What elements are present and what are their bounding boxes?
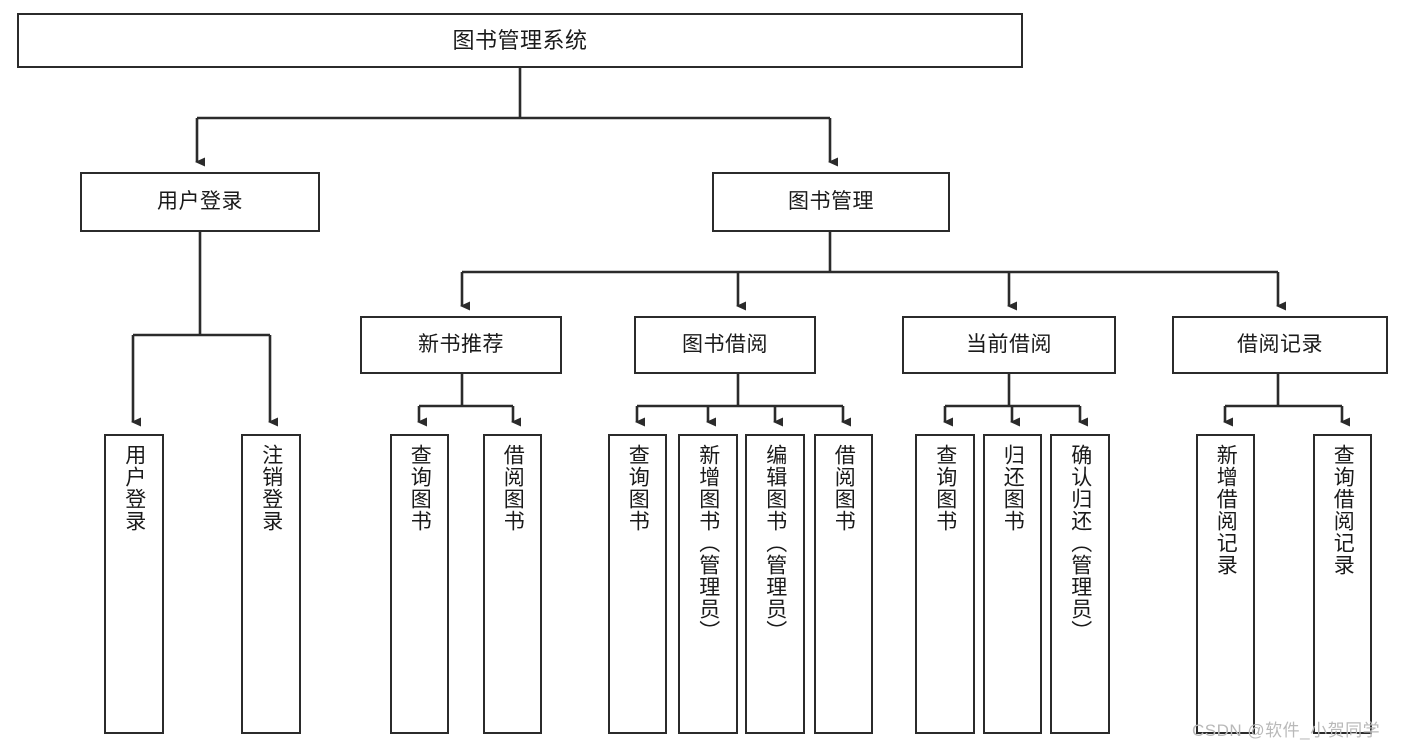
node-leaf-query-book-borrow[interactable]: 查询图书 — [608, 434, 667, 734]
node-borrow-record[interactable]: 借阅记录 — [1172, 316, 1388, 374]
node-leaf-edit-book-admin[interactable]: 编辑图书（管理员） — [745, 434, 805, 734]
node-label: 查询借阅记录 — [1331, 444, 1355, 576]
node-leaf-add-borrow-record[interactable]: 新增借阅记录 — [1196, 434, 1255, 734]
node-current-borrow[interactable]: 当前借阅 — [902, 316, 1116, 374]
node-user-login[interactable]: 用户登录 — [80, 172, 320, 232]
node-book-management[interactable]: 图书管理 — [712, 172, 950, 232]
node-label: 新书推荐 — [418, 332, 504, 356]
node-label: 查询图书 — [626, 444, 650, 532]
node-label: 借阅图书 — [832, 444, 856, 532]
node-label: 图书借阅 — [682, 332, 768, 356]
node-label: 用户登录 — [157, 189, 243, 213]
node-book-borrow[interactable]: 图书借阅 — [634, 316, 816, 374]
node-root-book-management-system[interactable]: 图书管理系统 — [17, 13, 1023, 68]
node-leaf-query-borrow-record[interactable]: 查询借阅记录 — [1313, 434, 1372, 734]
node-label: 借阅图书 — [501, 444, 525, 532]
node-leaf-confirm-return-admin[interactable]: 确认归还（管理员） — [1050, 434, 1110, 734]
node-label: 借阅记录 — [1237, 332, 1323, 356]
node-label: 图书管理系统 — [452, 27, 588, 53]
node-label: 注销登录 — [259, 444, 283, 532]
node-leaf-logout[interactable]: 注销登录 — [241, 434, 301, 734]
node-leaf-user-login[interactable]: 用户登录 — [104, 434, 164, 734]
node-leaf-borrow-book[interactable]: 借阅图书 — [814, 434, 873, 734]
node-leaf-query-book-current[interactable]: 查询图书 — [915, 434, 975, 734]
node-new-book-recommend[interactable]: 新书推荐 — [360, 316, 562, 374]
node-label: 查询图书 — [408, 444, 432, 532]
watermark-text: CSDN @软件_小贺同学 — [1192, 721, 1381, 740]
node-leaf-borrow-book-recommend[interactable]: 借阅图书 — [483, 434, 542, 734]
node-label: 确认归还（管理员） — [1068, 444, 1092, 642]
node-label: 图书管理 — [788, 189, 874, 213]
node-label: 新增借阅记录 — [1214, 444, 1238, 576]
node-leaf-query-book-recommend[interactable]: 查询图书 — [390, 434, 449, 734]
node-label: 用户登录 — [122, 444, 146, 532]
node-leaf-add-book-admin[interactable]: 新增图书（管理员） — [678, 434, 738, 734]
node-label: 查询图书 — [933, 444, 957, 532]
node-label: 当前借阅 — [966, 332, 1052, 356]
node-label: 编辑图书（管理员） — [763, 444, 787, 642]
node-leaf-return-book[interactable]: 归还图书 — [983, 434, 1042, 734]
node-label: 新增图书（管理员） — [696, 444, 720, 642]
node-label: 归还图书 — [1001, 444, 1025, 532]
